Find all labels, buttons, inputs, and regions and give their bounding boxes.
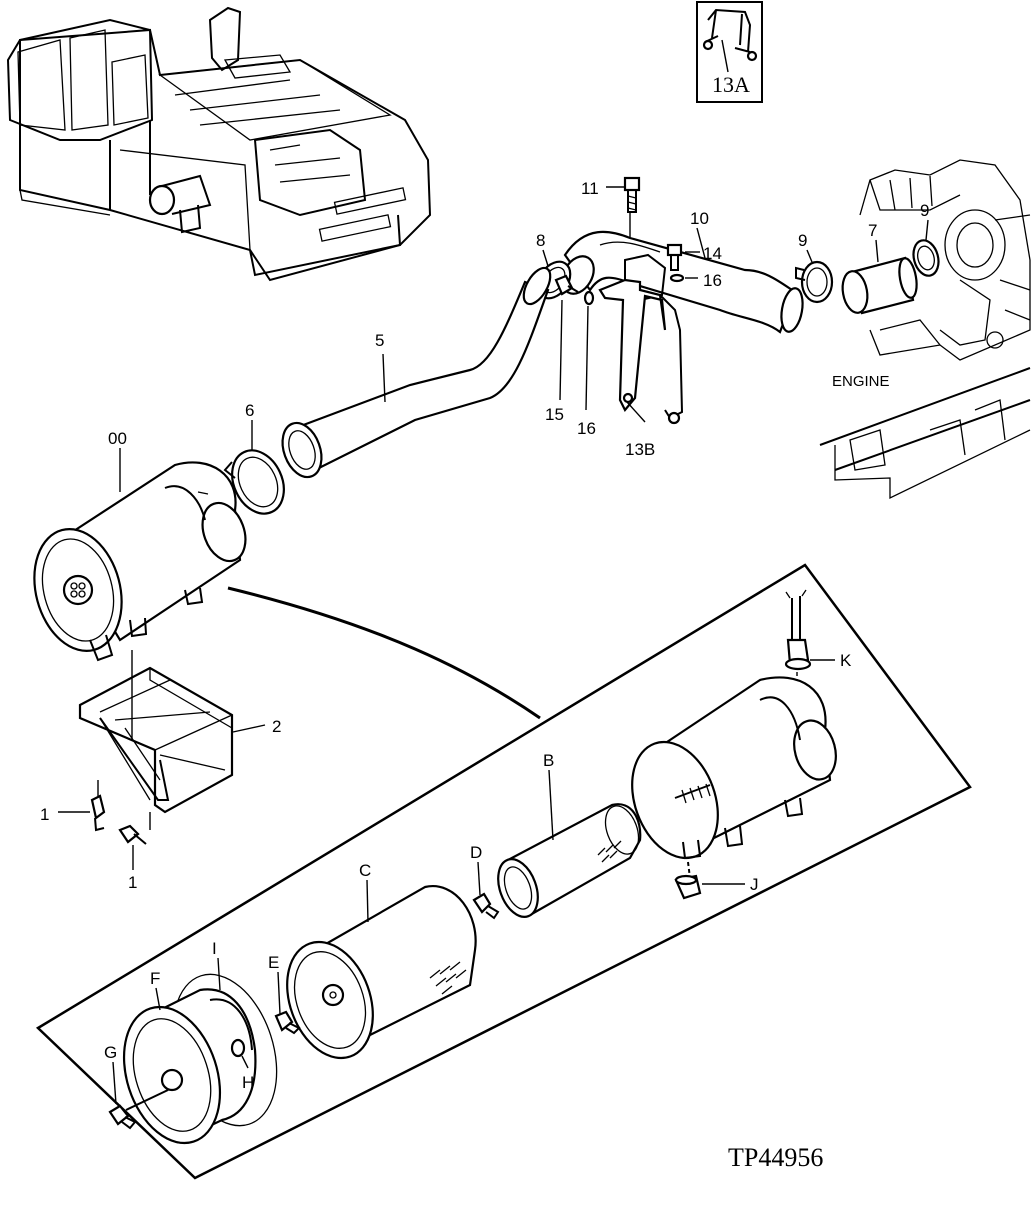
label-15: 15 — [545, 405, 564, 424]
part-5-hose: 5 — [281, 266, 552, 479]
part-7-hose: 7 — [841, 221, 918, 315]
part-f-cover: F I — [122, 939, 278, 1145]
part-j-cap: J — [674, 874, 759, 900]
part-h-valve: H — [230, 1038, 254, 1092]
label-10: 10 — [690, 209, 709, 228]
label-1a: 1 — [40, 805, 49, 824]
part-b-safety-element: B — [497, 751, 642, 918]
part-2-stand: 2 — [78, 650, 281, 814]
part-1-bolts: 1 1 — [40, 780, 151, 892]
label-k: K — [840, 651, 852, 670]
label-i: I — [212, 939, 217, 958]
label-13a: 13A — [712, 72, 750, 97]
label-5: 5 — [375, 331, 384, 350]
part-13a-box: 13A — [696, 1, 763, 103]
part-00-air-cleaner: 00 — [33, 429, 247, 662]
label-f: F — [150, 969, 160, 988]
label-g: G — [104, 1043, 117, 1062]
label-9a: 9 — [798, 231, 807, 250]
label-7: 7 — [868, 221, 877, 240]
label-h: H — [242, 1073, 254, 1092]
label-00: 00 — [108, 429, 127, 448]
label-e: E — [268, 953, 279, 972]
label-16a: 16 — [703, 271, 722, 290]
engine-label: ENGINE — [832, 373, 890, 390]
label-14: 14 — [703, 244, 722, 263]
excavator-illustration — [6, 6, 432, 282]
part-c-primary-element: C — [286, 861, 477, 1060]
part-housing-body — [631, 676, 837, 879]
label-11: 11 — [581, 179, 599, 198]
label-d: D — [470, 843, 482, 862]
label-1b: 1 — [128, 873, 137, 892]
part-e-wing-nut: E — [268, 953, 301, 1035]
label-6: 6 — [245, 401, 254, 420]
label-13b: 13B — [625, 440, 655, 459]
part-g-wing-nut: G — [104, 1043, 169, 1130]
label-16b: 16 — [577, 419, 596, 438]
label-j: J — [750, 875, 759, 894]
part-6-clamp: 6 — [223, 401, 285, 515]
part-10-air-tube: 10 — [561, 209, 804, 334]
engine-illustration: ENGINE — [819, 159, 1031, 500]
label-c: C — [359, 861, 371, 880]
connector-leader — [227, 586, 541, 720]
label-2: 2 — [272, 717, 281, 736]
label-8: 8 — [536, 231, 545, 250]
label-b: B — [543, 751, 554, 770]
part-d-wing-nut: D — [470, 843, 500, 920]
figure-code: TP44956 — [728, 1143, 823, 1172]
part-13b-bracket: 13B 14 16 15 16 — [545, 243, 722, 459]
